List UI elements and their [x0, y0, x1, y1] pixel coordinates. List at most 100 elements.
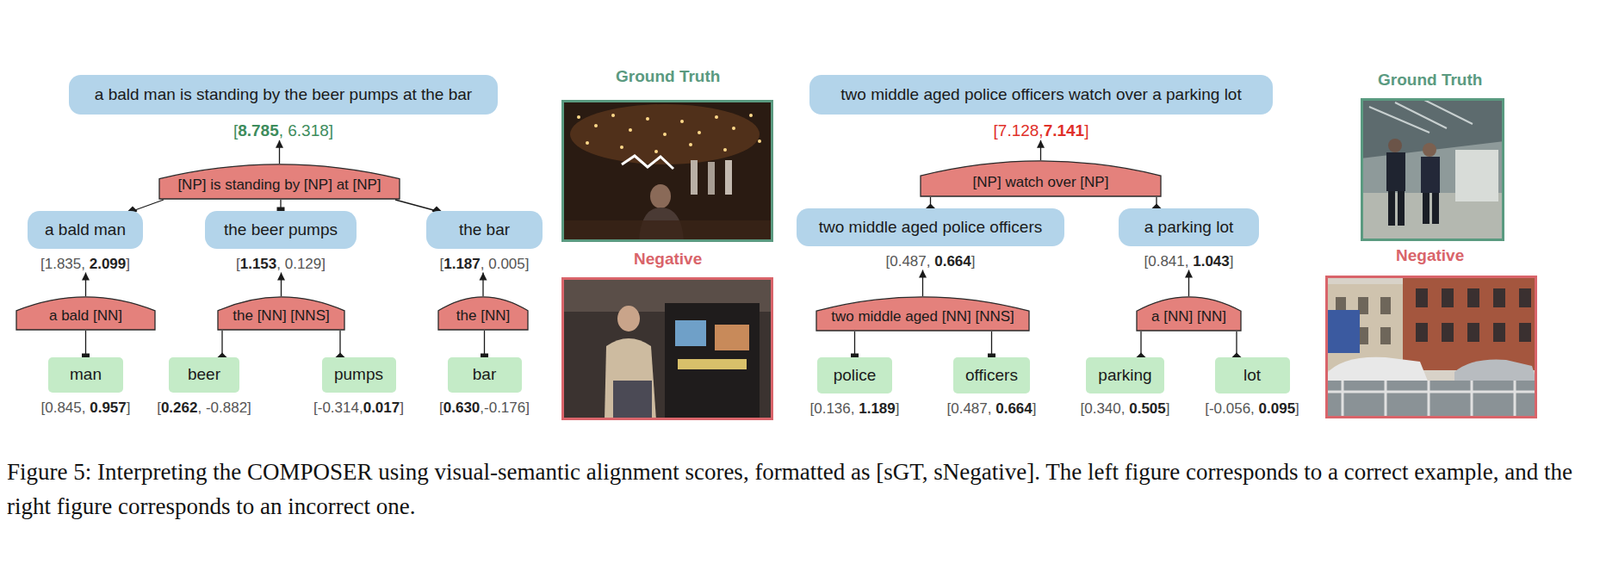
- phrase-text: bar: [472, 365, 497, 385]
- template-shape: two middle aged [NN] [NNS]: [815, 296, 1030, 332]
- template-shape-outline: the [NN]: [437, 296, 529, 331]
- phrase-box: the beer pumps [1.153, 0.129]: [204, 210, 357, 273]
- phrase-box-outline: two middle aged police officers watch ov…: [809, 74, 1273, 115]
- word-box: lot [-0.056, 0.095]: [1203, 357, 1302, 418]
- template-shape-outline: a [NN] [NN]: [1135, 296, 1242, 332]
- template-text: a [NN] [NN]: [1151, 309, 1227, 326]
- phrase-text: lot: [1243, 366, 1261, 385]
- arrowhead: [918, 270, 927, 279]
- template-outline-path: [1136, 297, 1241, 331]
- template-outline-path: [920, 161, 1161, 197]
- score-value-bold: 0.664: [930, 253, 972, 270]
- arrowhead: [275, 140, 284, 149]
- alignment-score: [1.153, 0.129]: [204, 255, 357, 273]
- score-value: 6.318: [283, 121, 329, 140]
- image-heading: Negative: [1395, 246, 1464, 266]
- phrase-text: man: [69, 365, 102, 385]
- score-value-bold: 7.141: [1043, 121, 1086, 140]
- template-text: the [NN] [NNS]: [232, 308, 329, 325]
- phrase-box: two middle aged police officers watch ov…: [809, 74, 1273, 141]
- phrase-text: the beer pumps: [223, 221, 338, 240]
- score-value: 0.136: [813, 400, 851, 417]
- phrase-box: a bald man is standing by the beer pumps…: [68, 74, 498, 141]
- word-box: bar[0.630,-0.176]: [437, 357, 532, 417]
- phrase-box-outline: two middle aged police officers: [796, 208, 1065, 247]
- phrase-box-outline: a parking lot: [1118, 208, 1259, 247]
- template-shape: the [NN]: [437, 296, 529, 331]
- connector: [1184, 270, 1193, 297]
- template-text: the [NN]: [456, 308, 510, 325]
- connector: [1036, 140, 1045, 161]
- arrowhead: [1184, 270, 1193, 279]
- connector-line: [483, 330, 485, 358]
- template-shape-outline: [NP] is standing by [NP] at [NP]: [158, 163, 401, 200]
- template-outline-path: [159, 164, 400, 199]
- connector: [479, 272, 488, 297]
- alignment-score: [1.835, 2.099]: [27, 255, 143, 273]
- phrase-box-outline: the beer pumps: [204, 210, 357, 249]
- score-value: -0.176: [483, 399, 526, 416]
- phrase-text: a bald man is standing by the beer pumps…: [94, 86, 472, 105]
- word-box-outline: man: [48, 357, 124, 393]
- street-photo: [1325, 275, 1538, 419]
- score-value: -0.314: [317, 399, 360, 416]
- score-value: 0.841: [1147, 253, 1185, 270]
- template-outline-path: [816, 297, 1030, 331]
- score-value-bold: 1.189: [855, 400, 896, 417]
- alignment-score: [8.785, 6.318]: [68, 121, 498, 141]
- casino-photo: [561, 277, 774, 421]
- connector-line: [85, 330, 87, 358]
- template-shape-outline: two middle aged [NN] [NNS]: [815, 296, 1030, 332]
- image-heading: Negative: [633, 249, 702, 269]
- template-outline-path: [217, 297, 345, 330]
- score-value-bold: 1.187: [443, 255, 481, 273]
- phrase-box: a bald man[1.835, 2.099]: [27, 210, 143, 273]
- phrase-box: the bar[1.187, 0.005]: [426, 210, 543, 273]
- template-outline-path: [438, 297, 528, 330]
- connector: [277, 272, 286, 297]
- phrase-text: pumps: [334, 365, 384, 385]
- score-value-bold: 0.505: [1125, 400, 1166, 417]
- image-heading: Ground Truth: [615, 67, 720, 87]
- word-box: beer[0.262, -0.882]: [155, 357, 254, 417]
- alignment-score: [7.128,7.141]: [809, 121, 1273, 141]
- alignment-score: [-0.056, 0.095]: [1203, 400, 1302, 418]
- template-shape-outline: a bald [NN]: [15, 296, 156, 331]
- word-box: officers[0.487, 0.664]: [944, 357, 1039, 418]
- phrase-text: police: [833, 366, 877, 385]
- score-value: 0.340: [1084, 400, 1122, 417]
- template-shape: a bald [NN]: [15, 296, 156, 331]
- score-value: 0.005: [484, 255, 526, 273]
- score-value-bold: 0.095: [1254, 400, 1296, 417]
- phrase-box: two middle aged police officers[0.487, 0…: [796, 208, 1065, 271]
- word-box-outline: officers: [953, 357, 1030, 394]
- score-value: 0.129: [280, 255, 322, 273]
- score-value: -0.882: [201, 399, 248, 416]
- arrowhead: [81, 272, 90, 281]
- template-shape: the [NN] [NNS]: [217, 296, 346, 331]
- score-value: 0.845: [44, 399, 82, 416]
- phrase-text: beer: [187, 365, 221, 385]
- template-text: [NP] is standing by [NP] at [NP]: [177, 177, 381, 194]
- phrase-box-outline: a bald man is standing by the beer pumps…: [68, 74, 498, 115]
- score-value: 1.835: [44, 255, 82, 273]
- score-value-bold: 0.017: [363, 399, 401, 416]
- template-shape-outline: [NP] watch over [NP]: [919, 160, 1162, 198]
- phrase-text: two middle aged police officers watch ov…: [840, 86, 1241, 105]
- connector: [918, 270, 927, 297]
- arrowhead: [1036, 140, 1045, 149]
- word-box: pumps[-0.314,0.017]: [311, 357, 406, 417]
- station-photo: [1360, 98, 1505, 242]
- template-text: two middle aged [NN] [NNS]: [831, 309, 1015, 326]
- alignment-score: [0.136, 1.189]: [807, 400, 902, 418]
- score-value-bold: 1.153: [240, 255, 278, 273]
- score-value: 0.487: [950, 400, 988, 417]
- score-value: 7.128: [998, 121, 1040, 140]
- word-box-outline: bar: [447, 357, 522, 393]
- template-shape: [NP] is standing by [NP] at [NP]: [158, 163, 401, 200]
- phrase-text: two middle aged police officers: [818, 218, 1042, 237]
- connector: [81, 272, 90, 297]
- arrowhead: [277, 272, 286, 281]
- bar-photo: [561, 99, 774, 242]
- phrase-text: a parking lot: [1144, 218, 1235, 237]
